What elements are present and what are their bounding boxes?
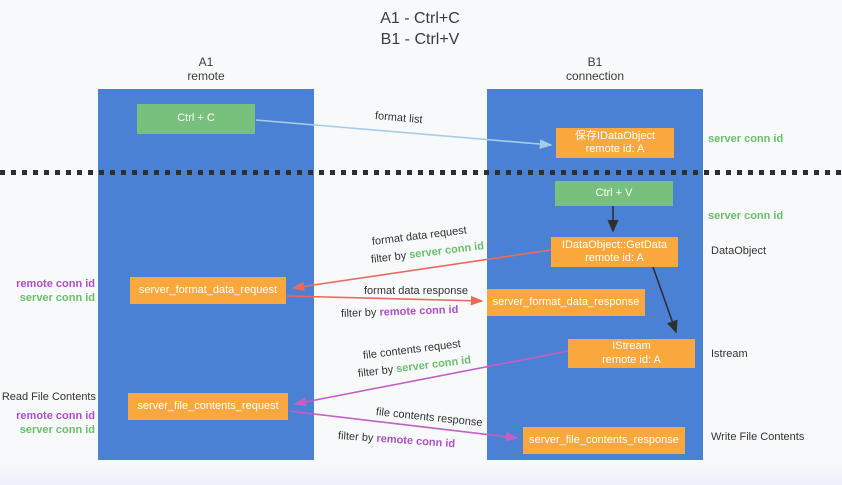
- lifeline-header-b1: B1 connection: [535, 55, 655, 83]
- bottom-fade: [0, 463, 842, 485]
- lifeline-b1-subtitle: connection: [565, 69, 625, 83]
- lifeline-b1-name: B1: [587, 55, 603, 69]
- istream-line1: IStream: [612, 340, 651, 352]
- write-file-contents-label: Write File Contents: [711, 431, 805, 443]
- read-file-contents-label: Read File Contents: [1, 391, 96, 403]
- lifeline-header-a1: A1 remote: [146, 55, 266, 83]
- save-dataobject-box: 保存IDataObject remote id: A: [556, 128, 674, 158]
- title-line-2: B1 - Ctrl+V: [380, 31, 460, 48]
- server-conn-id-right-mid: server conn id: [708, 210, 784, 222]
- server-file-contents-response-label: server_file_contents_response: [529, 433, 679, 446]
- server-format-data-request-label: server_format_data_request: [138, 283, 278, 296]
- title-line-1: A1 - Ctrl+C: [380, 10, 460, 27]
- save-dataobject-line1: 保存IDataObject: [574, 129, 656, 142]
- server-file-contents-response-box: server_file_contents_response: [523, 427, 685, 454]
- server-format-data-request-box: server_format_data_request: [130, 277, 286, 304]
- file-contents-request-arrow: [293, 350, 569, 407]
- remote-conn-id-left-2: remote conn id: [16, 410, 95, 422]
- server-format-data-response-box: server_format_data_response: [487, 289, 645, 316]
- format-data-request-arrow: [291, 249, 552, 292]
- server-conn-id-left-1: server conn id: [19, 292, 95, 304]
- dataobject-label: DataObject: [711, 245, 767, 257]
- istream-side-label: Istream: [711, 348, 748, 360]
- getdata-line2: remote id: A: [585, 252, 644, 264]
- file-contents-response-arrow: [288, 410, 519, 442]
- server-file-contents-request-label: server_file_contents_request: [137, 399, 279, 412]
- server-conn-id-right-top: server conn id: [708, 133, 784, 145]
- server-format-data-response-label: server_format_data_response: [492, 295, 640, 308]
- lifeline-a1-name: A1: [198, 55, 214, 69]
- remote-conn-id-left-1: remote conn id: [16, 278, 95, 290]
- format-list-arrow: [255, 119, 553, 149]
- ctrl-c-label: Ctrl + C: [177, 112, 215, 125]
- getdata-box: IDataObject::GetData remote id: A: [551, 237, 678, 267]
- istream-line2: remote id: A: [602, 353, 661, 366]
- server-file-contents-request-box: server_file_contents_request: [128, 393, 288, 420]
- filter-by-text: filter by: [340, 306, 377, 320]
- getdata-line1: IDataObject::GetData: [561, 238, 668, 251]
- getdata-to-istream-arrow: [652, 266, 678, 334]
- istream-box: IStream remote id: A: [568, 339, 695, 368]
- diagram-title: A1 - Ctrl+C B1 - Ctrl+V: [300, 8, 540, 50]
- ctrl-v-box: Ctrl + V: [555, 181, 673, 206]
- format-data-response-label: format data response: [364, 285, 468, 297]
- server-conn-id-left-2: server conn id: [19, 424, 95, 436]
- filter-by-text: filter by: [337, 430, 374, 445]
- ctrl-v-label: Ctrl + V: [595, 186, 633, 199]
- format-data-response-arrow: [286, 295, 484, 306]
- save-dataobject-line2: remote id: A: [585, 143, 645, 155]
- ctrl-c-box: Ctrl + C: [137, 104, 255, 134]
- lifeline-a1-subtitle: remote: [187, 69, 225, 83]
